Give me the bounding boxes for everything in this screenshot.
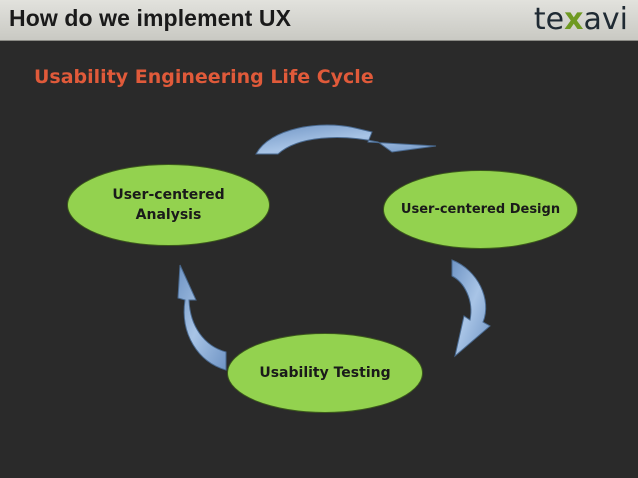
logo-text-part2: avi	[583, 2, 628, 37]
arrow-testing-to-analysis-icon	[177, 264, 227, 371]
node-label: User-centered Design	[400, 201, 561, 217]
title-bar: How do we implement UX texavi	[0, 0, 638, 41]
node-usability-testing: Usability Testing	[227, 333, 423, 413]
arrow-design-to-testing-icon	[451, 259, 491, 358]
logo-figure-icon: x	[564, 2, 584, 37]
node-user-centered-analysis: User-centered Analysis	[67, 164, 270, 246]
node-user-centered-design: User-centered Design	[383, 170, 578, 249]
arrow-analysis-to-design-icon	[255, 124, 437, 155]
slide-subtitle: Usability Engineering Life Cycle	[34, 66, 374, 88]
texavi-logo: texavi	[534, 3, 628, 37]
node-label: User-centered Analysis	[112, 187, 225, 223]
page-title: How do we implement UX	[9, 5, 292, 31]
node-label: Usability Testing	[259, 365, 391, 381]
logo-text-part1: te	[533, 2, 565, 37]
